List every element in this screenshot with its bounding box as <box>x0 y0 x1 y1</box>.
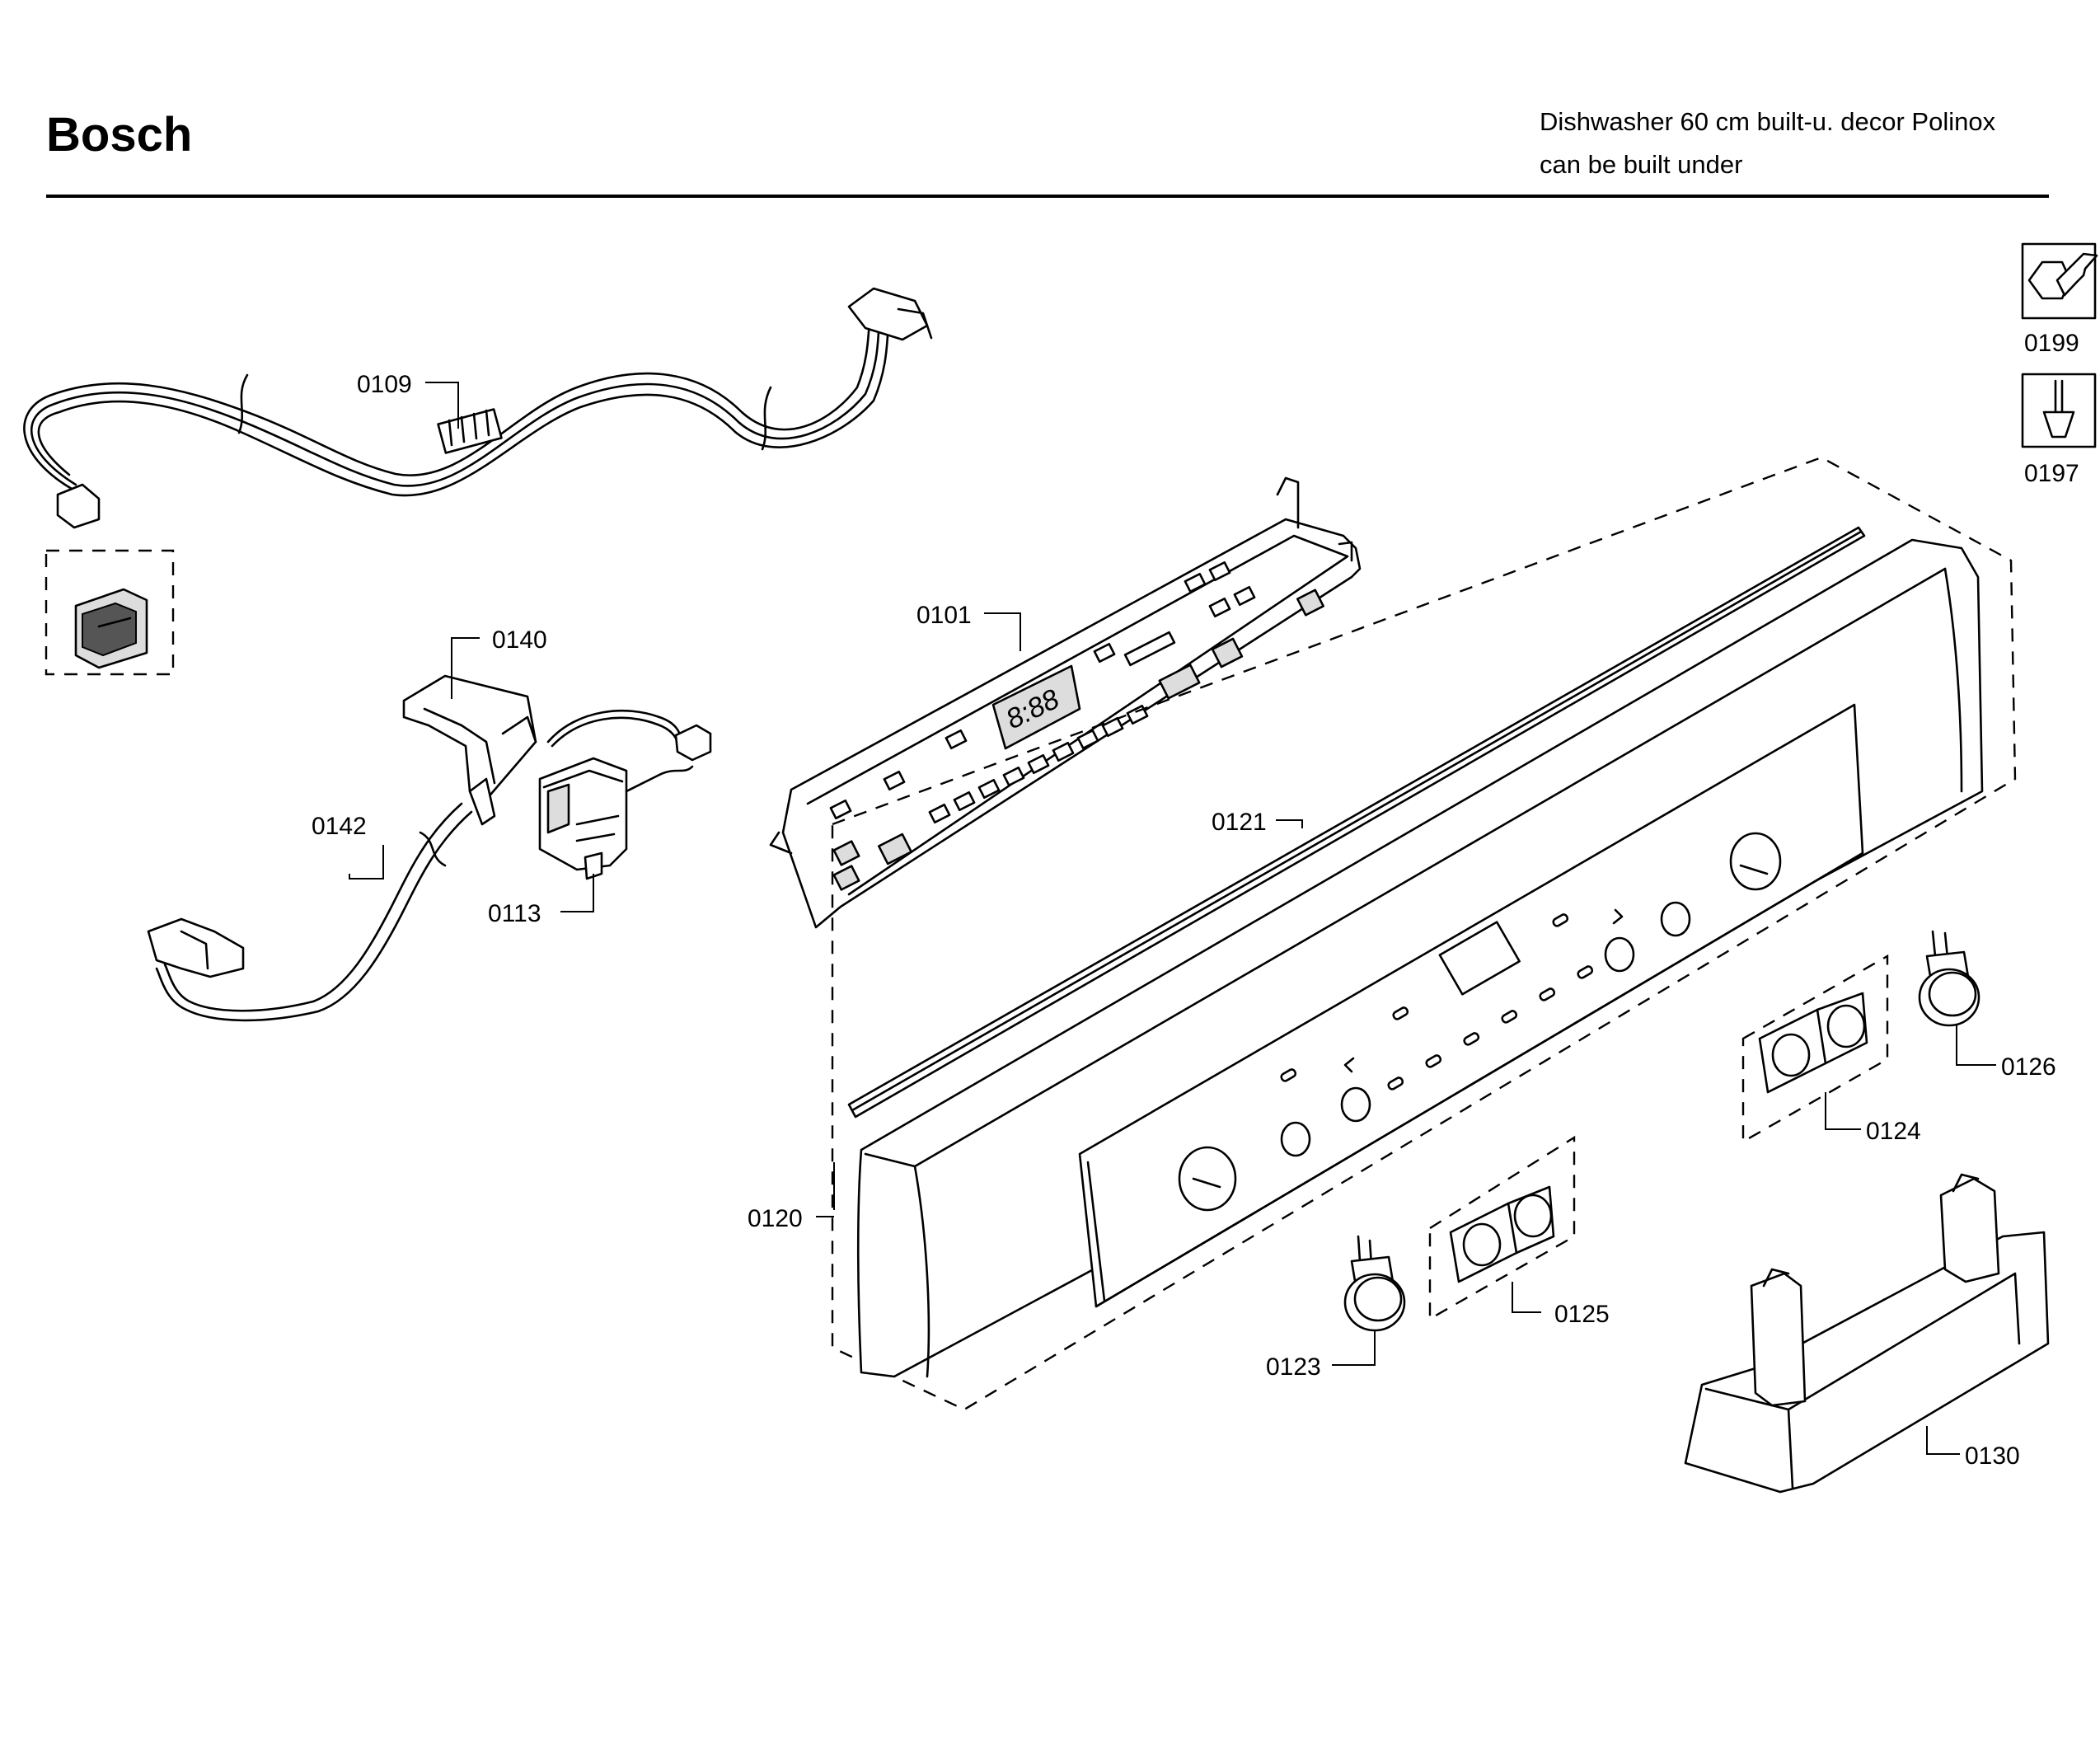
button-pair-0124 <box>1741 954 1889 1144</box>
switch-cable-right <box>546 709 712 762</box>
program-knob-hole-left <box>1178 1146 1237 1212</box>
part-label-0197: 0197 <box>2024 460 2079 487</box>
control-module-buttons <box>829 561 1324 891</box>
program-knob-hole-right <box>1729 832 1782 891</box>
part-label-0121: 0121 <box>1212 809 1267 836</box>
button-hole-1 <box>1280 1121 1311 1157</box>
button-hole-3 <box>1604 936 1635 973</box>
part-labels: 0109 0140 0142 0113 0101 0121 0120 0123 … <box>312 330 2079 1470</box>
display-window <box>991 664 1081 750</box>
screwdriver-icon <box>2021 373 2097 448</box>
part-label-0199: 0199 <box>2024 330 2079 357</box>
brand-title: Bosch <box>46 108 193 162</box>
knob-0123 <box>1343 1235 1406 1332</box>
part-label-0126: 0126 <box>2001 1053 2056 1081</box>
button-hole-2 <box>1340 1086 1371 1123</box>
control-panel-0120 <box>856 538 1984 1378</box>
part-label-0101: 0101 <box>916 602 972 629</box>
part-label-0140: 0140 <box>492 626 547 654</box>
cable-0142 <box>147 802 473 1022</box>
part-label-0130: 0130 <box>1965 1442 2020 1470</box>
part-label-0109: 0109 <box>357 371 412 398</box>
control-module-0101: 8:88 <box>769 476 1362 929</box>
harness-connector-middle <box>437 408 503 454</box>
part-label-0123: 0123 <box>1266 1353 1321 1381</box>
assembly-outline-0120 <box>831 456 2017 1411</box>
bracket-0140 <box>402 674 537 826</box>
button-hole-4 <box>1660 901 1691 937</box>
part-label-0142: 0142 <box>312 813 367 840</box>
display-window-cutout <box>1438 921 1521 996</box>
cover-bracket-0130 <box>1684 1173 2050 1494</box>
harness-connector-right <box>847 287 929 341</box>
door-switch-0113 <box>538 757 694 880</box>
cable-0142-connector <box>147 917 245 978</box>
leader-lines <box>349 382 1996 1455</box>
wrench-icon <box>2021 242 2098 320</box>
part-label-0120: 0120 <box>748 1205 803 1232</box>
wiring-harness-0109 <box>23 287 933 529</box>
seal-strip-0121 <box>847 526 1866 1119</box>
harness-detail-inset <box>45 549 175 676</box>
part-label-0113: 0113 <box>488 900 541 927</box>
button-pair-0125 <box>1428 1135 1576 1321</box>
knob-0126 <box>1918 930 1980 1027</box>
model-description: Dishwasher 60 cm built-u. decor Polinox … <box>1540 101 1995 186</box>
header-rule <box>46 195 2049 198</box>
led-slots <box>1280 913 1594 1091</box>
harness-connector-left <box>56 483 101 529</box>
description-line-2: can be built under <box>1540 150 1743 179</box>
description-line-1: Dishwasher 60 cm built-u. decor Polinox <box>1540 107 1996 136</box>
part-label-0125: 0125 <box>1554 1301 1610 1328</box>
part-label-0124: 0124 <box>1866 1118 1921 1145</box>
